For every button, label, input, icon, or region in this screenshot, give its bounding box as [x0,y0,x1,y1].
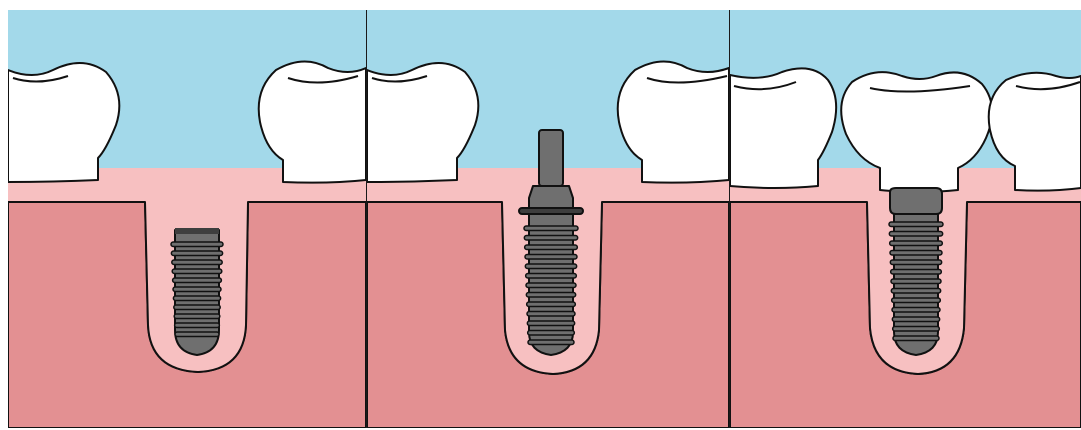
implant-thread [172,269,222,274]
implant-thread [175,323,220,328]
panel-implant-placed [8,10,366,428]
implant-thread [892,308,940,313]
implant-thread [893,327,940,332]
implant-thread [171,251,222,256]
panel-1-svg [8,10,366,428]
abutment-post [539,130,563,186]
crown-abutment [890,188,942,214]
implant-thread [528,340,574,345]
implant-thread [889,222,943,227]
implant-thread [527,321,574,326]
implant-thread [528,331,575,336]
implant-thread [891,279,941,284]
panel-3-svg [730,10,1081,428]
implant-thread [525,245,578,250]
implant-thread [174,314,220,319]
implant-thread [175,332,219,337]
implant-thread [524,236,577,241]
panel-2-svg [367,10,729,428]
implant-thread [526,293,575,298]
implant-thread [527,302,576,307]
implant-thread [525,255,577,260]
implant-thread [173,278,222,283]
implant-thread [174,305,220,310]
implant-thread [173,287,221,292]
implant-thread [891,270,942,275]
implant-thread [891,289,940,294]
implant-thread [173,296,220,301]
implant-thread [527,312,575,317]
implant-top [175,228,219,234]
panel-abutment-attached [367,10,729,428]
implant-thread [890,260,941,265]
implant-thread [525,264,576,269]
implant-thread [892,317,939,322]
implant-thread [890,251,942,256]
implant-thread [171,242,223,247]
implant-thread [890,241,943,246]
implant-under-crown [889,188,943,355]
implant-thread [172,260,222,265]
implant-thread [526,283,576,288]
implant-thread [526,274,577,279]
abutment-collar [529,186,573,210]
implant-thread [524,226,578,231]
implant-thread [892,298,941,303]
implant-thread [893,336,939,341]
implant-screw [171,228,223,355]
implant-threads [171,242,223,337]
panel-crown-fitted [730,10,1081,428]
implant-thread [889,232,942,237]
